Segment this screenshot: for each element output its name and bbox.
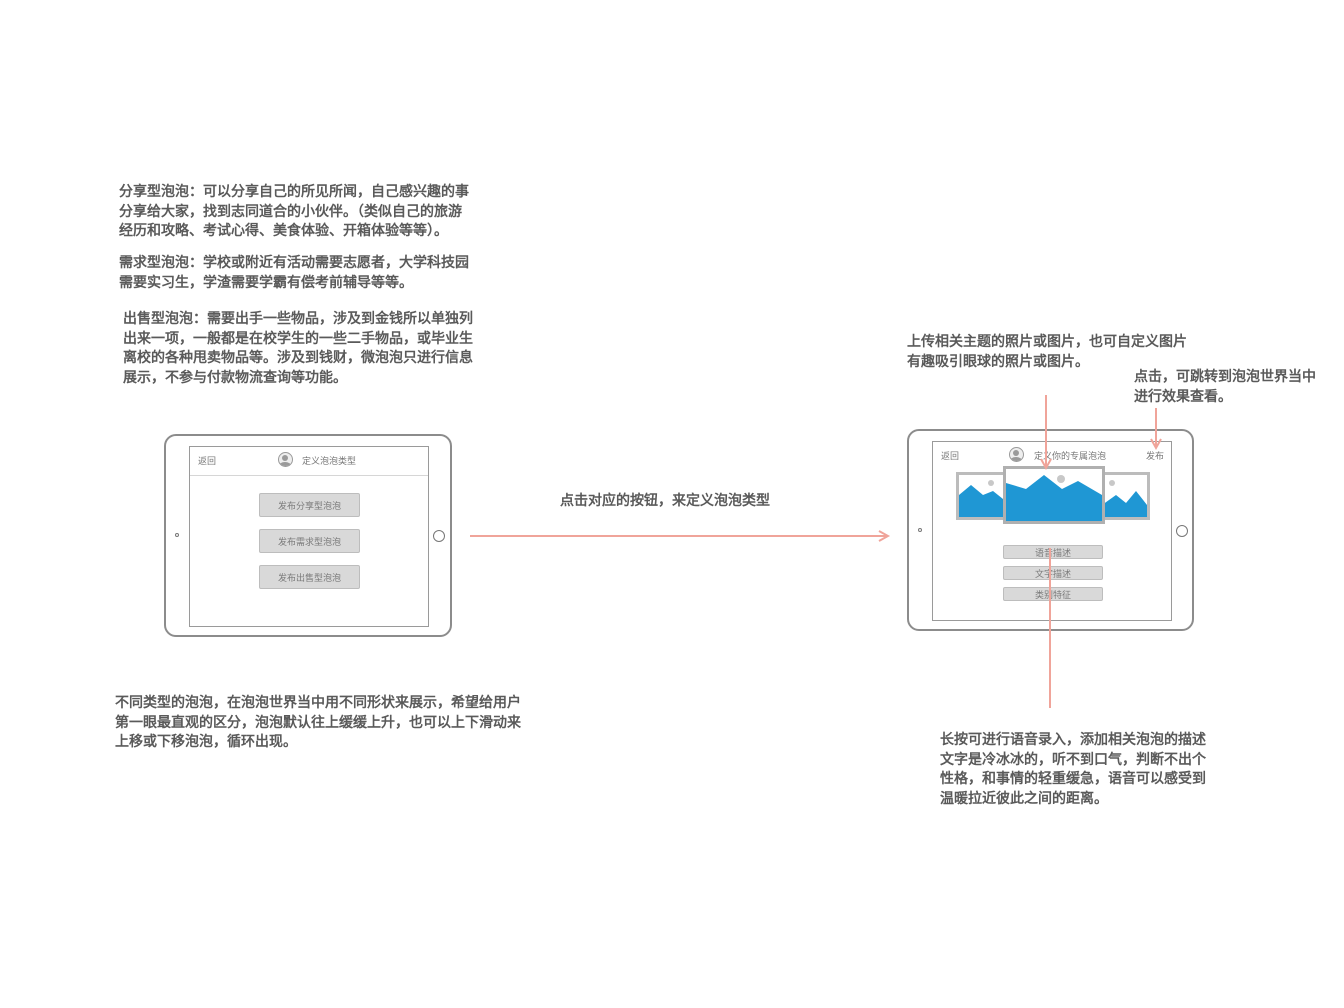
publish-sale-bubble-button[interactable]: 发布出售型泡泡 <box>259 565 360 589</box>
note-line: 经历和攻略、考试心得、美食体验、开箱体验等等）。 <box>119 223 448 239</box>
image-card-main[interactable] <box>1003 466 1105 524</box>
note-line: 展示，不参与付款物流查询等功能。 <box>123 369 347 386</box>
note-line: 分享型泡泡：可以分享自己的所见所闻，自己感兴趣的事 <box>119 184 469 200</box>
left-tablet-screen: 返回 定义泡泡类型 发布分享型泡泡 发布需求型泡泡 发布出售型泡泡 <box>189 446 429 627</box>
note-line: 不同类型的泡泡，在泡泡世界当中用不同形状来展示，希望给用户 <box>115 695 521 711</box>
center-arrow-label: 点击对应的按钮，来定义泡泡类型 <box>560 493 770 509</box>
share-bubble-note: 分享型泡泡：可以分享自己的所见所闻，自己感兴趣的事 分享给大家，找到志同道合的小… <box>119 183 469 242</box>
back-button[interactable]: 返回 <box>941 452 960 462</box>
voice-input-note: 长按可进行语音录入，添加相关泡泡的描述 文字是冷冰冰的，听不到口气，判断不出个 … <box>940 731 1206 809</box>
note-line: 出售型泡泡：需要出手一些物品，涉及到金钱所以单独列 <box>123 311 473 327</box>
sale-bubble-note: 出售型泡泡：需要出手一些物品，涉及到金钱所以单独列 出来一项，一般都是在校学生的… <box>123 310 473 388</box>
avatar-icon <box>1009 447 1024 462</box>
note-line: 点击，可跳转到泡泡世界当中 <box>1134 369 1316 385</box>
right-tablet-frame: 返回 定义你的专属泡泡 发布 语音描述 文字描述 类别特征 <box>907 429 1194 631</box>
demand-bubble-note: 需求型泡泡：学校或附近有活动需要志愿者，大学科技园 需要实习生，学渣需要学霸有偿… <box>119 254 469 293</box>
publish-button[interactable]: 发布 <box>1146 452 1165 462</box>
image-card-right[interactable] <box>1099 472 1150 520</box>
right-tablet-screen: 返回 定义你的专属泡泡 发布 语音描述 文字描述 类别特征 <box>932 441 1172 621</box>
landscape-image-icon <box>1006 475 1102 521</box>
voice-description-button[interactable]: 语音描述 <box>1003 545 1103 559</box>
camera-icon <box>918 528 922 532</box>
right-title-bar: 返回 定义你的专属泡泡 发布 <box>933 442 1171 470</box>
home-button-icon <box>433 530 445 542</box>
publish-share-bubble-button[interactable]: 发布分享型泡泡 <box>259 493 360 517</box>
note-line: 离校的各种甩卖物品等。涉及到钱财，微泡泡只进行信息 <box>123 350 473 366</box>
note-line: 性格，和事情的轻重缓急，语音可以感受到 <box>940 771 1206 787</box>
note-line: 有趣吸引眼球的照片或图片。 <box>907 353 1089 370</box>
note-line: 需要实习生，学渣需要学霸有偿考前辅导等等。 <box>119 274 413 291</box>
note-line: 需求型泡泡：学校或附近有活动需要志愿者，大学科技园 <box>119 255 469 271</box>
text-description-button[interactable]: 文字描述 <box>1003 566 1103 580</box>
note-line: 温暖拉近彼此之间的距离。 <box>940 790 1108 807</box>
note-line: 第一眼最直观的区分，泡泡默认往上缓缓上升，也可以上下滑动来 <box>115 714 521 731</box>
back-button[interactable]: 返回 <box>198 457 217 467</box>
category-feature-button[interactable]: 类别特征 <box>1003 587 1103 601</box>
landscape-image-icon <box>959 480 1003 517</box>
left-tablet-frame: 返回 定义泡泡类型 发布分享型泡泡 发布需求型泡泡 发布出售型泡泡 <box>164 434 452 637</box>
image-card-left[interactable] <box>956 472 1006 520</box>
main-flow-arrowhead <box>878 530 891 542</box>
page-title: 定义泡泡类型 <box>302 457 357 467</box>
bubble-shape-note: 不同类型的泡泡，在泡泡世界当中用不同形状来展示，希望给用户 第一眼最直观的区分，… <box>115 694 521 753</box>
page-title: 定义你的专属泡泡 <box>1034 452 1107 462</box>
publish-note: 点击，可跳转到泡泡世界当中 进行效果查看。 <box>1134 368 1316 407</box>
upload-image-note: 上传相关主题的照片或图片，也可自定义图片 有趣吸引眼球的照片或图片。 <box>907 333 1187 372</box>
camera-icon <box>175 533 179 537</box>
publish-demand-bubble-button[interactable]: 发布需求型泡泡 <box>259 529 360 553</box>
note-line: 出来一项，一般都是在校学生的一些二手物品，或毕业生 <box>123 330 473 347</box>
avatar-icon <box>278 452 293 467</box>
note-line: 上移或下移泡泡，循环出现。 <box>115 734 297 750</box>
note-line: 分享给大家，找到志同道合的小伙伴。（类似自己的旅游 <box>119 203 462 220</box>
note-line: 长按可进行语音录入，添加相关泡泡的描述 <box>940 732 1206 748</box>
note-line: 上传相关主题的照片或图片，也可自定义图片 <box>907 334 1187 350</box>
home-button-icon <box>1176 525 1188 537</box>
note-line: 进行效果查看。 <box>1134 388 1232 405</box>
note-line: 文字是冷冰冰的，听不到口气，判断不出个 <box>940 751 1206 768</box>
left-title-bar: 返回 定义泡泡类型 <box>190 447 428 476</box>
landscape-image-icon <box>1102 480 1147 517</box>
